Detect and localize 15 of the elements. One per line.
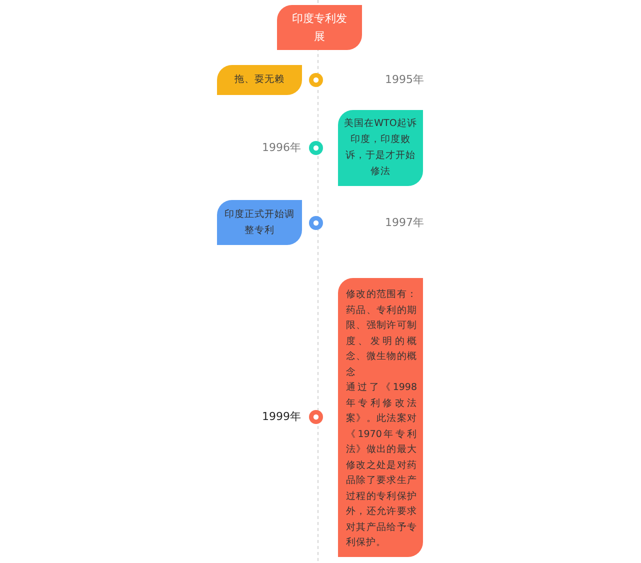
year-label: 1996年 — [262, 141, 301, 155]
event-card — [338, 278, 423, 557]
title-text: 印度专利发展 — [291, 10, 348, 44]
event-text: 通过了《1998年专利修改法案》。此法案对《1970年专利法》做出的最大修改之处是对药品除了要求生产过程的专利保护外，还允许要求对其产品给予专利保护。 — [346, 381, 417, 550]
event-card — [217, 200, 302, 245]
year-label: 1999年 — [262, 410, 301, 424]
event-card — [338, 110, 423, 186]
event-text: 拖、耍无赖 — [234, 73, 286, 87]
title-card — [277, 5, 362, 50]
event-text: 修改的范围有：药品、专利的期限、强制许可制度、发明的概念、微生物的概念 — [346, 288, 417, 380]
year-label: 1995年 — [385, 73, 424, 87]
year-label: 1997年 — [385, 216, 424, 230]
event-text: 美国在WTO起诉印度，印度败诉，于是才开始修法 — [343, 117, 418, 179]
event-text: 印度正式开始调整专利 — [224, 208, 296, 238]
event-card — [217, 65, 302, 95]
